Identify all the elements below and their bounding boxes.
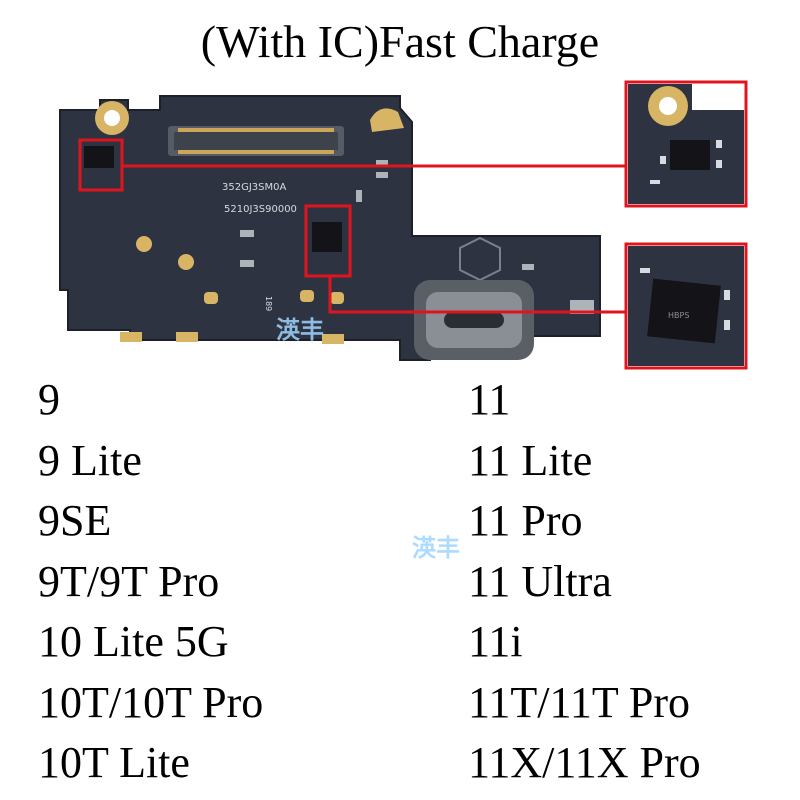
list-item: 10T Lite	[38, 738, 190, 787]
list-item: 11 Pro	[468, 496, 583, 545]
product-title: (With IC)Fast Charge	[200, 16, 600, 67]
list-item: 10T/10T Pro	[38, 677, 264, 727]
list-item: 10 Lite 5G	[38, 617, 229, 666]
list-item: 11i	[468, 617, 523, 666]
silkscreen-mid: 5210J3S90000	[224, 204, 297, 215]
mount-ring-right	[370, 108, 404, 132]
list-item: 9 Lite	[38, 435, 142, 485]
charge-ic	[312, 222, 342, 252]
silkscreen-top: 352GJ3SM0A	[222, 182, 286, 193]
model-list-right: 11 11 Lite 11 Pro 11 Ultra 11i 11T/11T P…	[468, 370, 701, 794]
pcb-photo: 352GJ3SM0A 5210J3S90000 189	[59, 80, 748, 370]
list-item: 11	[468, 375, 511, 424]
watermark: 渶丰	[276, 316, 324, 344]
list-item: 11T/11T Pro	[468, 677, 691, 727]
zoom-box-bottom	[624, 242, 748, 370]
list-item: 11 Ultra	[468, 556, 612, 606]
silkscreen-side: 189	[264, 296, 273, 311]
watermark: 渶丰	[412, 534, 460, 562]
list-item: 9SE	[38, 496, 112, 545]
list-item: 11 Lite	[468, 435, 593, 485]
model-list-left: 9 9 Lite 9SE 9T/9T Pro 10 Lite 5G 10T/10…	[38, 370, 263, 794]
list-item: 9T/9T Pro	[38, 556, 220, 606]
highlight-box-center	[304, 204, 352, 278]
zoom-box-top	[624, 80, 748, 208]
chip-mark: HBPS	[668, 311, 689, 320]
list-item: 11X/11X Pro	[468, 738, 701, 787]
list-item: 9	[38, 375, 60, 424]
